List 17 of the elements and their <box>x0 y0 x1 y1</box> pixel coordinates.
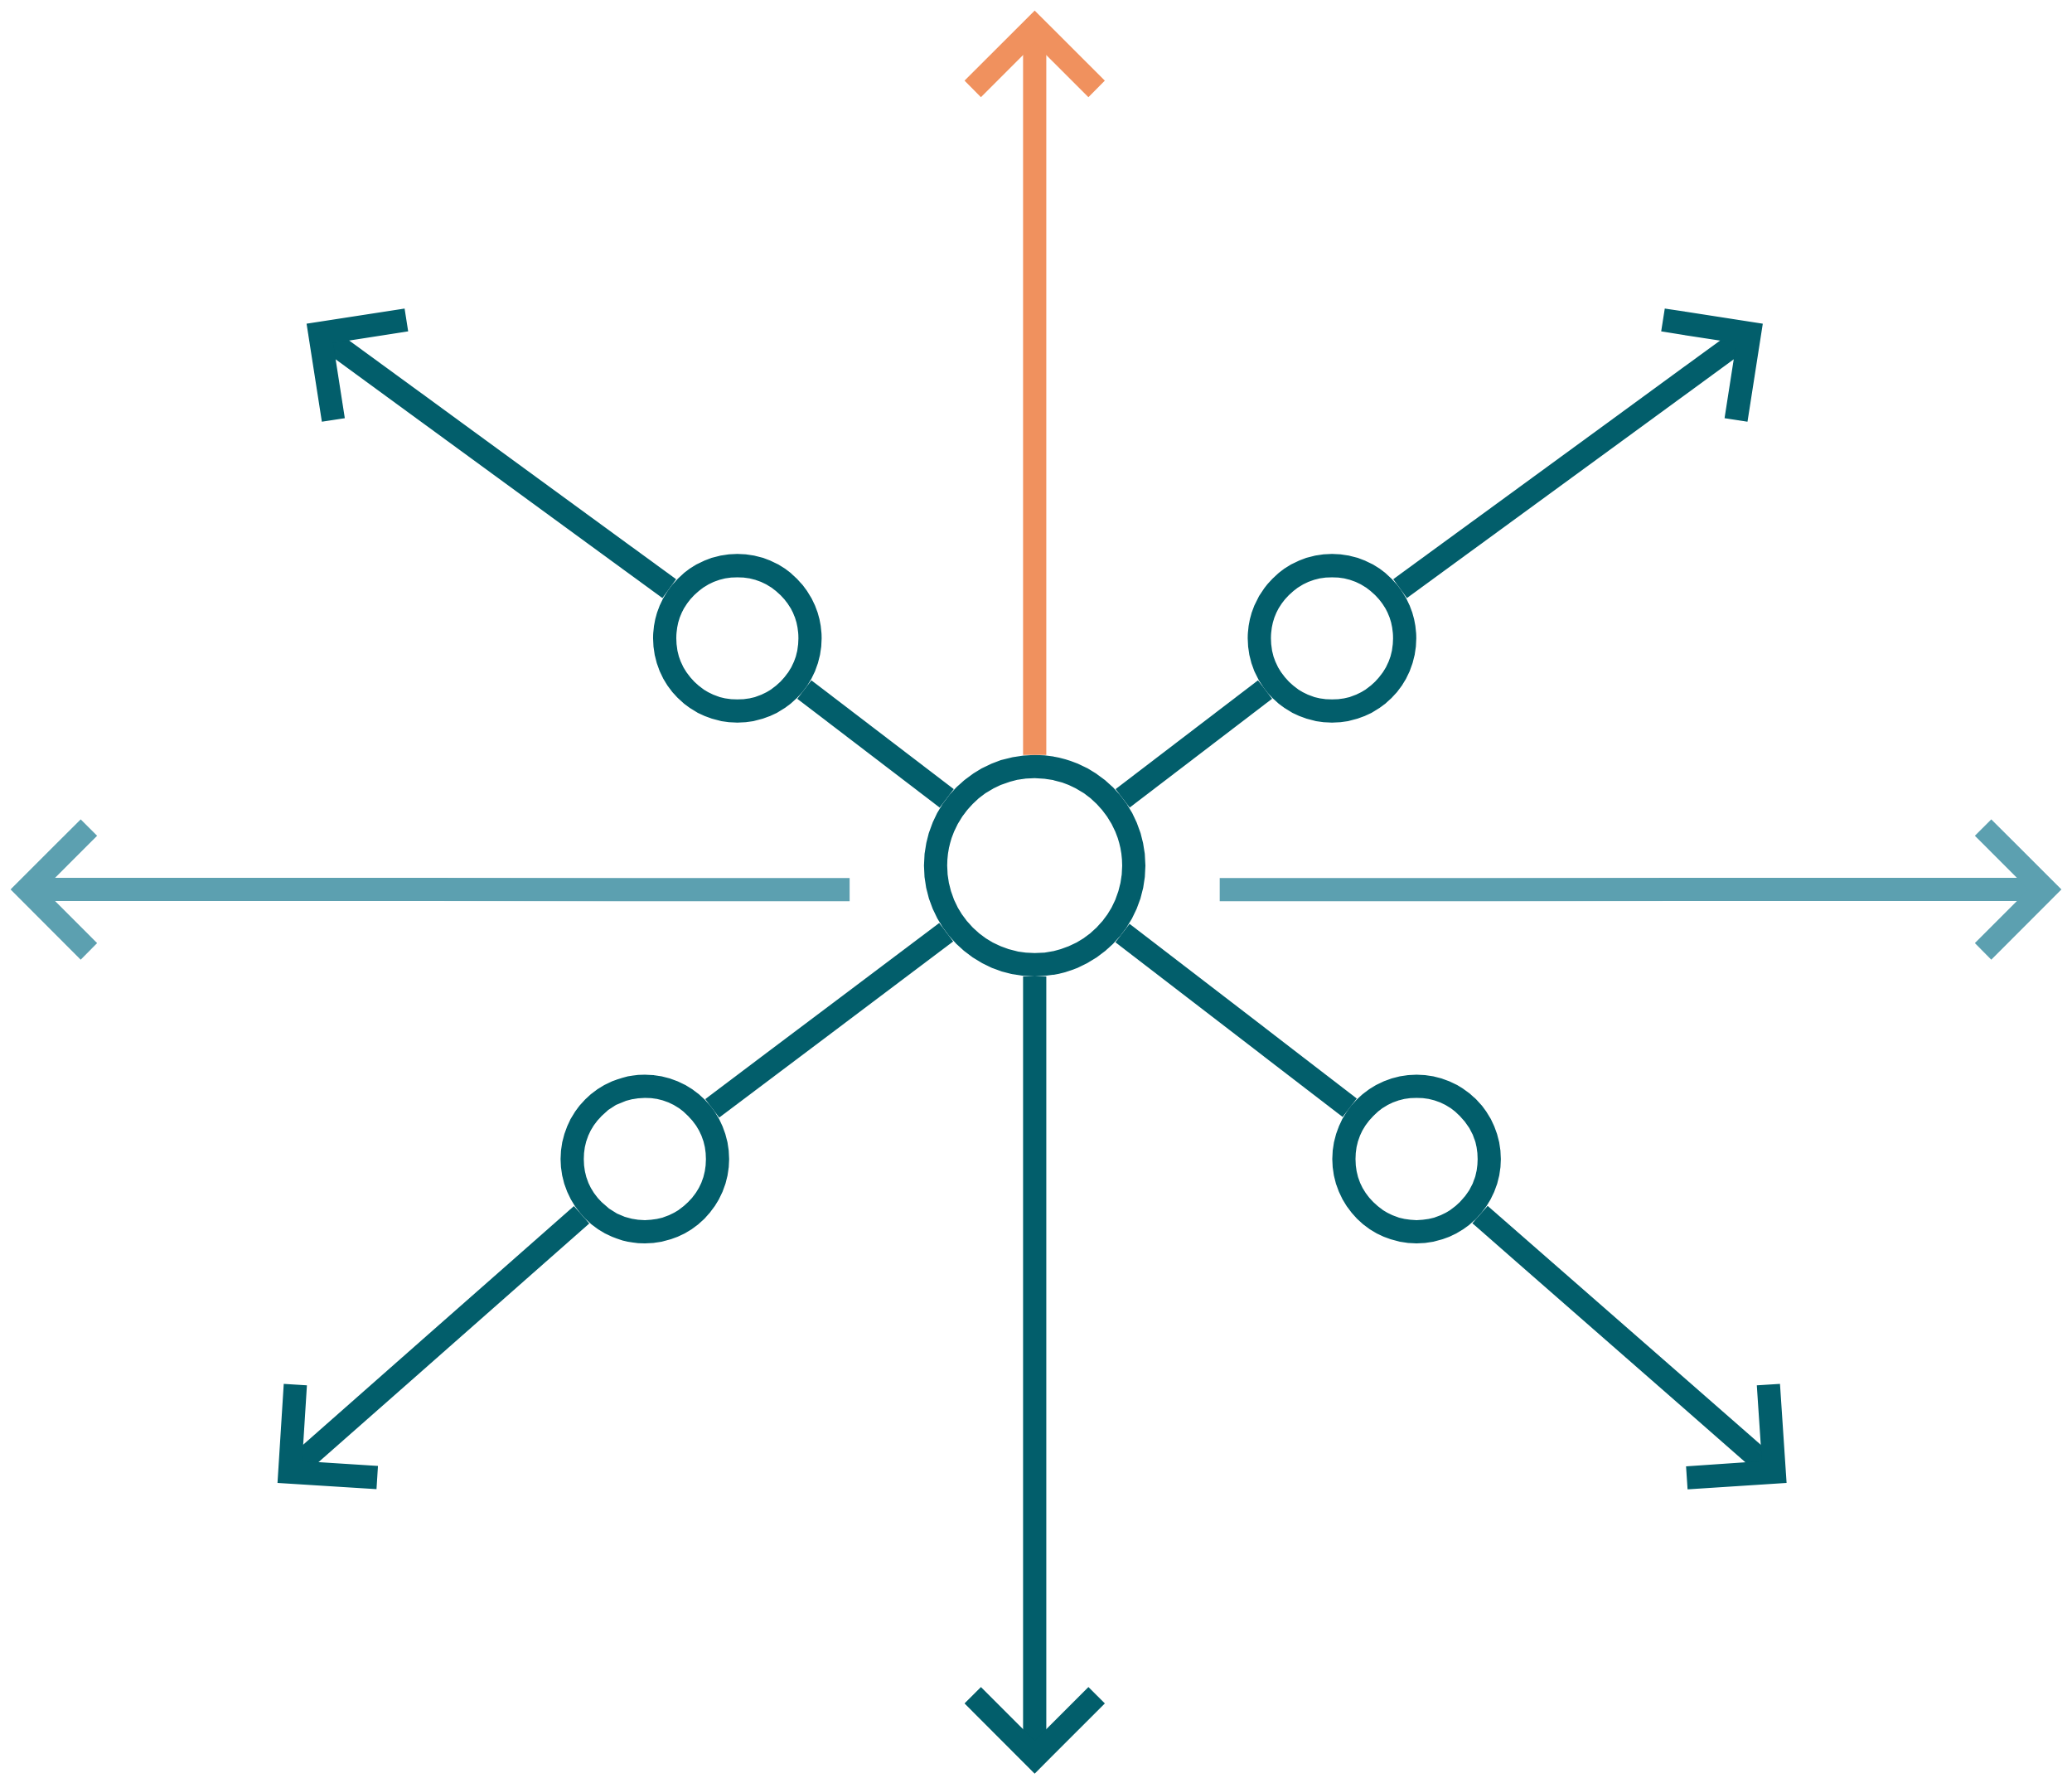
arrow <box>1393 308 1763 598</box>
ring <box>653 554 822 723</box>
ring <box>1332 1074 1501 1244</box>
ring <box>560 1074 729 1244</box>
connector-line <box>796 680 954 808</box>
arrow <box>1219 819 2062 960</box>
ring <box>1247 554 1416 723</box>
connector-line <box>704 923 954 1118</box>
arrow <box>1472 1205 1787 1490</box>
arrow <box>306 308 676 598</box>
connector-line <box>1115 923 1358 1117</box>
ring <box>923 754 1145 976</box>
arrow <box>964 976 1106 1774</box>
arrow <box>964 10 1106 755</box>
arrow <box>277 1206 590 1490</box>
arrow <box>10 819 850 960</box>
connector-line <box>1116 680 1272 808</box>
